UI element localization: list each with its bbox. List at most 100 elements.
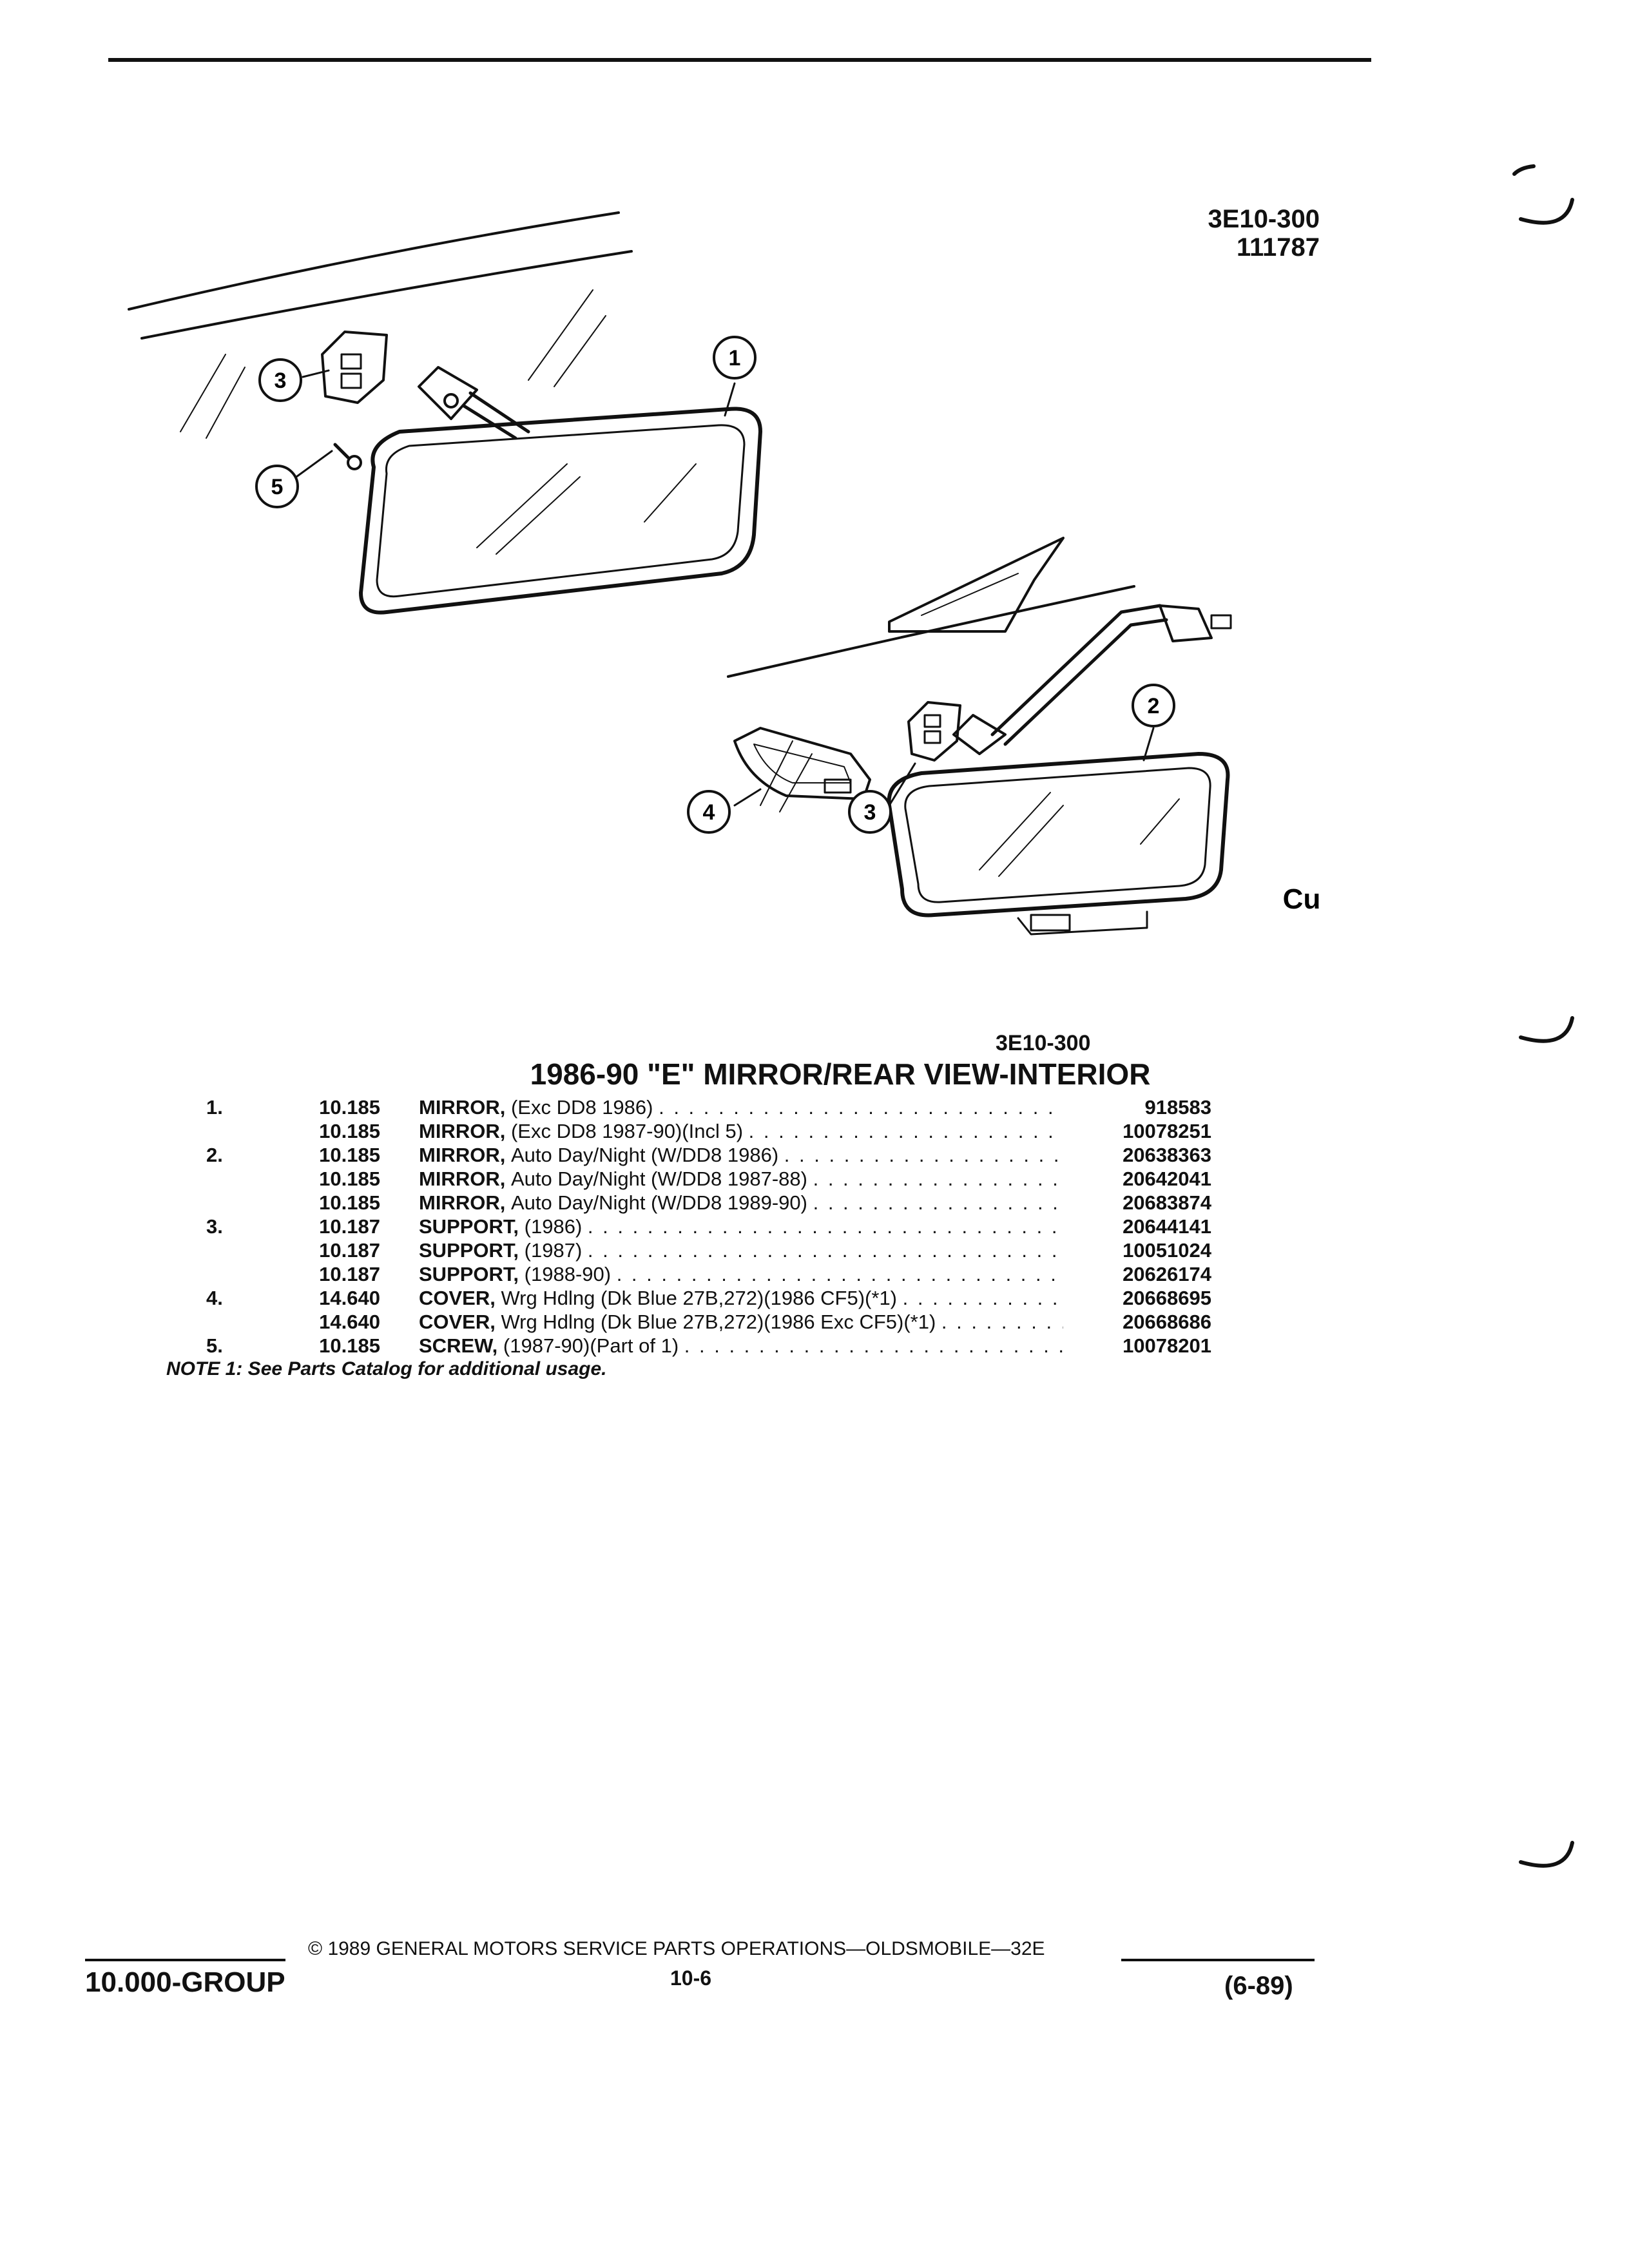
part-description: SUPPORT, (1987) . . . . . . . . . . . . …	[419, 1238, 1063, 1262]
part-description: MIRROR, (Exc DD8 1986) . . . . . . . . .…	[419, 1095, 1063, 1119]
part-description: SUPPORT, (1988-90) . . . . . . . . . . .…	[419, 1262, 1063, 1286]
group-label: 10.000-GROUP	[85, 1959, 285, 1999]
mirror-illustration: 1 2 3 3 4 5 Cu	[128, 211, 1321, 936]
callout-3-lower: 3	[848, 790, 892, 834]
leader-dots: . . . . . . . . . . . . . . . . . . . . …	[684, 1334, 1063, 1357]
copyright-line: © 1989 GENERAL MOTORS SERVICE PARTS OPER…	[308, 1938, 1045, 1959]
group-number: 10.187	[319, 1239, 380, 1262]
callout-5-label: 5	[271, 475, 284, 499]
callout-2: 2	[1132, 684, 1175, 727]
group-number: 10.187	[319, 1215, 380, 1238]
part-description: COVER, Wrg Hdlng (Dk Blue 27B,272)(1986 …	[419, 1286, 1063, 1310]
part-qualifier: Auto Day/Night (W/DD8 1989-90)	[510, 1191, 807, 1214]
support-part	[321, 331, 388, 404]
part-number: 20626174	[1123, 1263, 1211, 1285]
part-number: 918583	[1144, 1096, 1211, 1119]
illustrator-mark: Cu	[1283, 883, 1321, 915]
part-name: SCREW,	[419, 1334, 498, 1357]
top-rule	[108, 58, 1371, 62]
part-qualifier: Wrg Hdlng (Dk Blue 27B,272)(1986 Exc CF5…	[501, 1311, 936, 1333]
part-name: SUPPORT,	[419, 1263, 519, 1285]
part-name: MIRROR,	[419, 1096, 506, 1119]
group-number: 10.185	[319, 1120, 380, 1142]
leader-dots: . . . . . . . . . . . . . . . . . . . . …	[813, 1191, 1063, 1214]
parts-row: 3. 10.187 SUPPORT, (1986) . . . . . . . . …	[206, 1215, 1211, 1238]
wiring-connector	[1159, 604, 1232, 642]
view-arrow	[888, 537, 1065, 633]
callout-5: 5	[255, 465, 299, 508]
illustration-code: 3E10-300	[996, 1031, 1091, 1055]
part-qualifier: (Exc DD8 1986)	[510, 1096, 653, 1119]
part-number: 10078201	[1123, 1334, 1211, 1357]
part-description: MIRROR, Auto Day/Night (W/DD8 1987-88) .…	[419, 1167, 1063, 1191]
parts-row: 4. 14.640 COVER, Wrg Hdlng (Dk Blue 27B,27…	[206, 1286, 1211, 1310]
part-name: MIRROR,	[419, 1144, 506, 1166]
part-qualifier: (1988-90)	[524, 1263, 612, 1285]
margin-mark	[1512, 164, 1574, 225]
part-qualifier: Auto Day/Night (W/DD8 1987-88)	[510, 1168, 807, 1190]
part-number: 20668686	[1123, 1311, 1211, 1333]
part-number: 20683874	[1123, 1191, 1211, 1214]
leader-dots: . . . . . . . . . . . . . . . . . . . . …	[784, 1144, 1063, 1166]
item-number: 1.	[206, 1096, 223, 1119]
rear-view-mirror-2	[887, 752, 1230, 936]
margin-mark	[1519, 1841, 1574, 1868]
group-number: 10.185	[319, 1191, 380, 1214]
group-number: 10.185	[319, 1168, 380, 1190]
windshield-line	[727, 585, 1135, 678]
callout-1-label: 1	[729, 346, 741, 370]
windshield-line	[140, 250, 633, 340]
callout-3-upper: 3	[258, 358, 302, 402]
callout-3-label: 3	[275, 369, 287, 393]
item-number: 4.	[206, 1287, 223, 1309]
item-number: 3.	[206, 1215, 223, 1238]
callout-2-label: 2	[1148, 694, 1160, 718]
part-number: 20642041	[1123, 1168, 1211, 1190]
part-name: MIRROR,	[419, 1120, 506, 1142]
leader-dots: . . . . . . . . . . . . . . . . . . . . …	[941, 1311, 1063, 1333]
part-name: COVER,	[419, 1287, 496, 1309]
group-number: 10.185	[319, 1096, 380, 1119]
parts-row: 1. 10.185 MIRROR, (Exc DD8 1986) . . . . .…	[206, 1095, 1211, 1119]
part-description: MIRROR, Auto Day/Night (W/DD8 1989-90) .…	[419, 1191, 1063, 1215]
revision-date: (6-89)	[1224, 1972, 1293, 2000]
leader-dots: . . . . . . . . . . . . . . . . . . . . …	[813, 1168, 1063, 1190]
part-number: 10051024	[1123, 1239, 1211, 1262]
group-number: 10.185	[319, 1144, 380, 1166]
part-name: MIRROR,	[419, 1191, 506, 1214]
footer-rule	[1121, 1959, 1315, 1961]
parts-row: 10.187 SUPPORT, (1987) . . . . . . . . . …	[206, 1238, 1211, 1262]
part-qualifier: Wrg Hdlng (Dk Blue 27B,272)(1986 CF5)(*1…	[501, 1287, 898, 1309]
leader-dots: . . . . . . . . . . . . . . . . . . . . …	[587, 1215, 1063, 1238]
part-number: 20644141	[1123, 1215, 1211, 1238]
part-number: 20668695	[1123, 1287, 1211, 1309]
part-description: COVER, Wrg Hdlng (Dk Blue 27B,272)(1986 …	[419, 1310, 1063, 1334]
part-description: SUPPORT, (1986) . . . . . . . . . . . . …	[419, 1215, 1063, 1238]
part-name: SUPPORT,	[419, 1239, 519, 1262]
leader-dots: . . . . . . . . . . . . . . . . . . . . …	[616, 1263, 1063, 1285]
group-number: 10.187	[319, 1263, 380, 1285]
part-name: SUPPORT,	[419, 1215, 519, 1238]
page-number: 10-6	[670, 1966, 712, 1990]
parts-row: 10.185 MIRROR, Auto Day/Night (W/DD8 1989…	[206, 1191, 1211, 1215]
part-name: COVER,	[419, 1311, 496, 1333]
leader-dots: . . . . . . . . . . . . . . . . . . . . …	[748, 1120, 1063, 1142]
leader-dots: . . . . . . . . . . . . . . . . . . . . …	[587, 1239, 1063, 1262]
rear-view-mirror-1	[359, 407, 762, 615]
part-qualifier: (1987-90)(Part of 1)	[503, 1334, 679, 1357]
callout-4-label: 4	[703, 800, 715, 825]
part-number: 10078251	[1123, 1120, 1211, 1142]
callout-3-label: 3	[864, 800, 876, 825]
catalog-note: NOTE 1: See Parts Catalog for additional…	[166, 1358, 607, 1379]
part-number: 20638363	[1123, 1144, 1211, 1166]
windshield-line	[128, 211, 620, 311]
part-description: MIRROR, Auto Day/Night (W/DD8 1986) . . …	[419, 1143, 1063, 1167]
part-qualifier: (1986)	[524, 1215, 583, 1238]
group-number: 14.640	[319, 1287, 380, 1309]
section-title: 1986-90 "E" MIRROR/REAR VIEW-INTERIOR	[530, 1057, 1151, 1091]
screw-part	[333, 443, 362, 470]
part-qualifier: Auto Day/Night (W/DD8 1986)	[510, 1144, 779, 1166]
